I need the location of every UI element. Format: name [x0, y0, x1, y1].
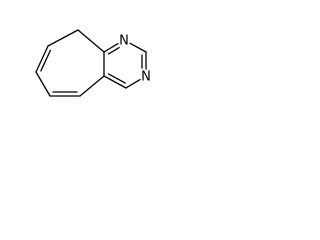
bond-a9-a10	[35, 45, 49, 73]
bond-a1-a2	[103, 42, 119, 53]
chemical-structure-diagram: NN	[35, 29, 151, 97]
atom-label-n-a2: N	[119, 34, 129, 49]
bond-a6-a7	[79, 75, 105, 97]
atom-label-n-a4: N	[141, 70, 151, 85]
bond-a5-a6	[103, 75, 127, 89]
atom-labels-layer: NN	[119, 34, 151, 85]
bond-a10-a11	[47, 29, 79, 47]
bonds-layer	[35, 29, 147, 97]
bond-a11-a1	[77, 29, 105, 53]
bond-a4-a5	[125, 78, 141, 89]
bond-a8-a9	[35, 71, 51, 97]
double-bond-inner-a5-a6	[107, 73, 126, 84]
bond-a2-a3	[129, 42, 147, 53]
double-bond-inner-a1-a2	[107, 46, 120, 55]
double-bond-inner-a9-a10	[40, 49, 52, 72]
